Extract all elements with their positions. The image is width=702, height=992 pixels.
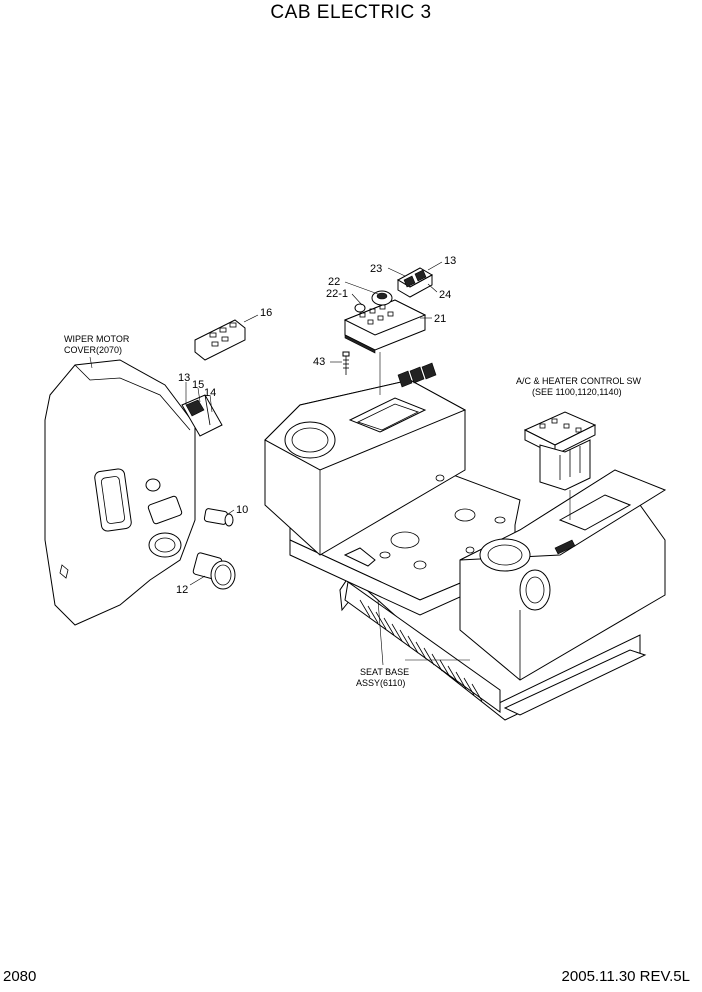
- right-console: [459, 469, 667, 681]
- callout-16: 16: [260, 307, 272, 319]
- callout-22: 22: [328, 276, 340, 288]
- rocker-switches-23-24: [396, 267, 434, 298]
- seat-base-assembly: [339, 573, 647, 721]
- callout-15: 15: [192, 379, 204, 391]
- callout-14: 14: [204, 387, 216, 399]
- callout-43: 43: [313, 356, 325, 368]
- page-title: CAB ELECTRIC 3: [270, 2, 432, 23]
- date-revision: 2005.11.30 REV.5L: [561, 968, 690, 985]
- page-number: 2080: [3, 968, 37, 985]
- bolt-43: [342, 351, 350, 375]
- callout-23: 23: [370, 263, 382, 275]
- connector-10: [203, 508, 234, 527]
- callout-10: 10: [236, 504, 248, 516]
- console-switch-slots: [397, 362, 437, 388]
- note-wiper-motor-line1: WIPER MOTOR: [64, 334, 130, 344]
- callout-21: 21: [434, 313, 446, 325]
- switch-panel-21: [343, 299, 427, 354]
- rocker-switch-13-15-14: [181, 394, 223, 437]
- callout-24: 24: [439, 289, 451, 301]
- key-switch-22: [354, 290, 393, 313]
- note-ac-heater-line1: A/C & HEATER CONTROL SW: [516, 376, 642, 386]
- wiper-motor-cover: [44, 359, 196, 626]
- ac-heater-control-switch: [523, 411, 597, 491]
- note-ac-heater-line2: (SEE 1100,1120,1140): [532, 387, 622, 397]
- callout-13-top: 13: [444, 255, 456, 267]
- note-seat-base-line1: SEAT BASE: [360, 667, 409, 677]
- note-wiper-motor-line2: COVER(2070): [64, 345, 122, 355]
- callout-13: 13: [178, 372, 190, 384]
- callout-12: 12: [176, 584, 188, 596]
- callout-22-1: 22-1: [326, 288, 348, 300]
- gauge-12: [192, 552, 236, 590]
- seat-base-vent-grille: [359, 599, 483, 702]
- switch-plate-16: [194, 319, 246, 361]
- callout-leaders: [89, 261, 470, 666]
- left-console: [264, 362, 467, 556]
- note-seat-base-line2: ASSY(6110): [356, 678, 405, 688]
